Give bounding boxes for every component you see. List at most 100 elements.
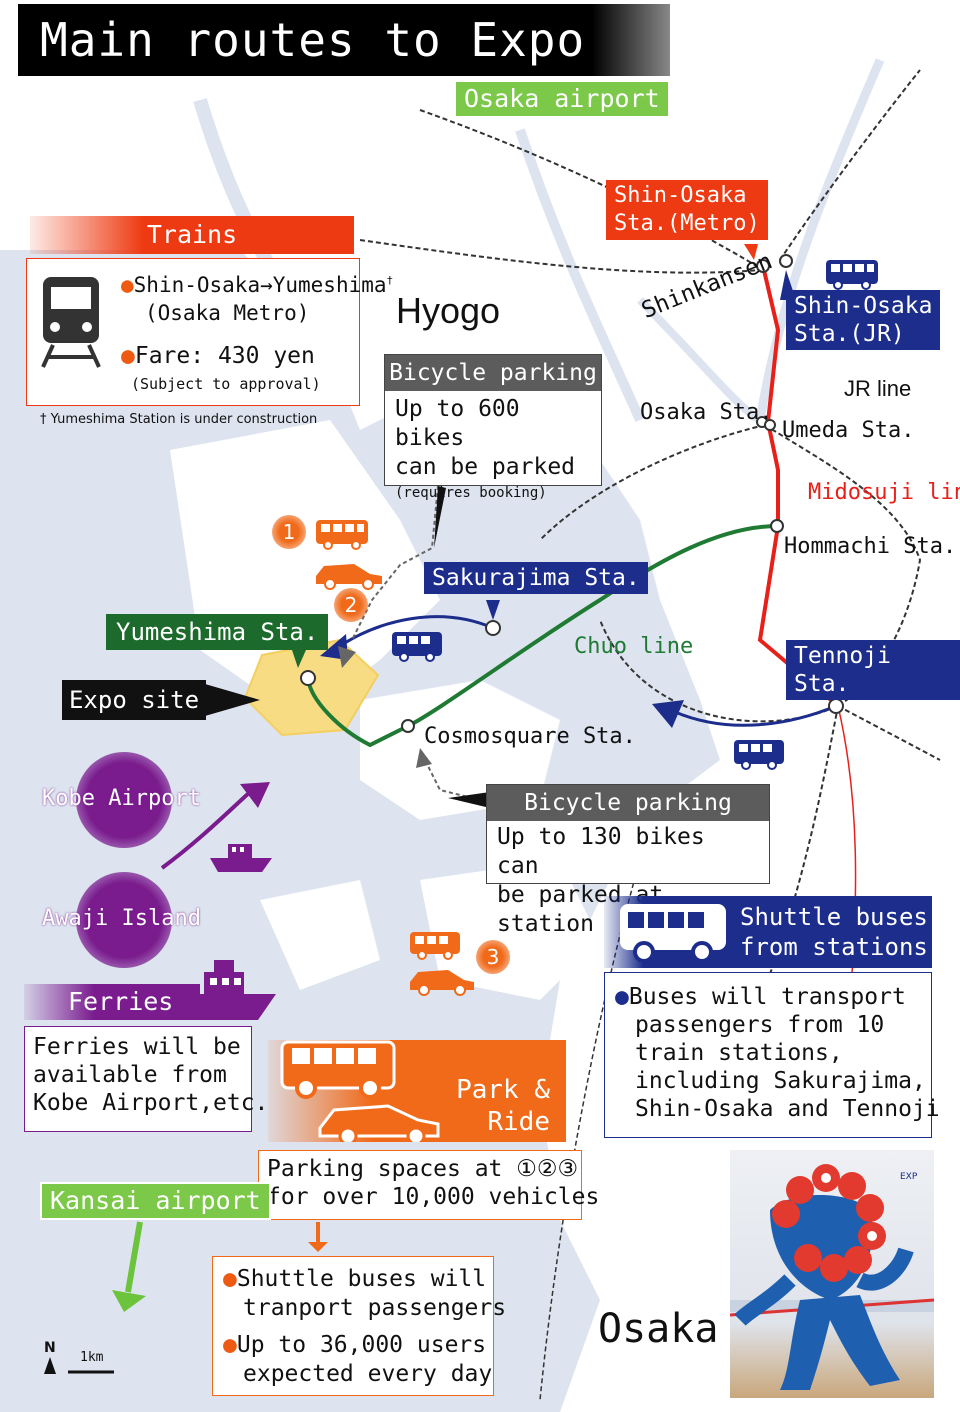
awaji-island-marker — [76, 872, 172, 968]
park-ride-header-line1: Park & — [456, 1075, 550, 1105]
osaka-sta-label: Osaka Sta. — [640, 400, 773, 425]
station-sakurajima — [485, 620, 501, 636]
bike-pointer-head — [338, 646, 356, 668]
ferry-header-icon — [172, 960, 276, 1020]
label-pointer — [486, 600, 500, 620]
island — [260, 880, 380, 990]
jr-line — [359, 239, 761, 274]
jr-line-label: JR line — [844, 376, 912, 401]
midosuji-line-label: Midosuji line — [808, 480, 960, 505]
ferries-box: Ferries will be available from Kobe Airp… — [24, 1026, 268, 1132]
station-cosmosquare — [401, 719, 415, 733]
island — [420, 860, 600, 1000]
awaji-island-label: Awaji Island — [42, 906, 201, 931]
train-fare-note: (Subject to approval) — [131, 375, 321, 393]
shuttle-box: ●Buses will transport passengers from 10… — [604, 972, 940, 1138]
train-route-mark: † — [386, 274, 394, 287]
train-icon — [41, 277, 101, 368]
sakurajima-sta-label: Sakurajima Sta. — [424, 562, 648, 594]
shuttle-header: Shuttle buses from stations — [604, 896, 932, 968]
kansai-arrowhead — [112, 1290, 146, 1312]
station-shin-osaka-metro — [756, 259, 770, 273]
shuttle-header-line2: from stations — [740, 933, 928, 961]
yumeshima-sta-label: Yumeshima Sta. — [106, 614, 329, 650]
north-arrow-icon — [44, 1357, 56, 1374]
rail-line — [759, 705, 839, 1001]
bus-icon — [826, 260, 878, 290]
shuttle-header-line1: Shuttle buses — [740, 903, 928, 931]
park-ride-line1: Parking spaces at ①②③ — [267, 1156, 579, 1182]
car-icon — [410, 970, 474, 996]
kansai-arrow — [125, 1221, 143, 1293]
park-ride-icon — [280, 1040, 440, 1142]
bike-parking-1-note: (requires booking) — [395, 485, 547, 501]
bike-parking-1-line1: Up to 600 bikes — [395, 396, 520, 451]
bus-route-arrowhead — [652, 700, 684, 728]
chuo-line — [306, 524, 779, 748]
trains-box: ●Shin-Osaka→Yumeshima† (Osaka Metro) ●Fa… — [26, 258, 393, 406]
chuo-line-label: Chuo line — [574, 634, 694, 659]
station-yumeshima — [300, 670, 316, 686]
label-pointer — [292, 650, 306, 668]
shin-osaka-jr-label: Shin-Osaka Sta.(JR) — [786, 290, 941, 350]
kobe-airport-label: Kobe Airport — [42, 786, 201, 811]
shuttle-line2: passengers from 10 — [635, 1012, 885, 1038]
park-ride-info-box: ●Shuttle buses will tranport passengers … — [212, 1256, 506, 1396]
bike-parking-1-line2: can be parked — [395, 454, 576, 480]
bus-icon — [316, 520, 368, 550]
shuttle-line4: including Sakurajima, — [635, 1068, 926, 1094]
jr-line — [837, 705, 941, 761]
label-pointer — [205, 684, 260, 716]
bike-parking-2-line2: be parked at station — [497, 882, 664, 937]
hyogo-label: Hyogo — [396, 290, 501, 331]
shuttle-line3: train stations, — [635, 1040, 843, 1066]
park-ride-connector — [316, 1222, 320, 1244]
shin-osaka-metro-label: Shin-Osaka Sta.(Metro) — [606, 180, 768, 240]
park-ride-bullet2-line1: Up to 36,000 users — [236, 1332, 487, 1358]
jr-line — [779, 69, 921, 261]
parking-badge-3: 3 — [476, 940, 510, 974]
shuttle-bus-icon — [620, 904, 726, 962]
parking-badge-1: 1 — [272, 515, 306, 549]
bike-parking-2-header: Bicycle parking — [487, 785, 769, 821]
bike-parking-2-line1: Up to 130 bikes can — [497, 824, 705, 879]
station-umeda — [764, 419, 776, 431]
tennoji-sta-label: Tennoji Sta. — [786, 640, 960, 700]
station-tennoji — [828, 698, 844, 714]
shuttle-line1: Buses will transport — [628, 984, 906, 1010]
ferry-route — [160, 790, 252, 870]
bus-icon — [410, 932, 460, 960]
expo-site-label: Expo site — [62, 680, 206, 720]
bike-parking-1-header: Bicycle parking — [385, 355, 601, 391]
park-ride-header-line2: Ride — [487, 1107, 550, 1137]
jr-line — [539, 424, 766, 541]
kansai-airport-label: Kansai airport — [40, 1182, 271, 1220]
car-icon — [316, 564, 382, 590]
river — [637, 297, 762, 424]
north-label: N — [44, 1340, 56, 1356]
cosmosquare-sta-label: Cosmosquare Sta. — [424, 724, 636, 749]
umeda-sta-label: Umeda Sta. — [782, 418, 915, 443]
bike-pointer — [351, 485, 439, 641]
scale-label: 1km — [80, 1350, 104, 1365]
bus-route-sakurajima — [339, 615, 494, 648]
bike-parking-box-1: Bicycle parking Up to 600 bikes can be p… — [384, 354, 602, 501]
bike-callout-tail — [434, 486, 446, 548]
bike-parking-box-2: Bicycle parking Up to 130 bikes can be p… — [486, 784, 770, 937]
parking-badge-2: 2 — [334, 588, 368, 622]
bike-pointer-head — [416, 748, 432, 768]
midosuji-line — [757, 265, 840, 708]
bus-route-tennoji — [674, 704, 837, 727]
ferries-line1: Ferries will be — [33, 1034, 241, 1060]
bus-icon — [734, 740, 784, 770]
mascot-photo: EXP — [730, 1150, 934, 1398]
mascot-sign-text: EXP — [900, 1172, 918, 1182]
train-route: ●Shin-Osaka→Yumeshima† — [121, 273, 394, 297]
park-ride-bullet2-line2: expected every day — [243, 1361, 493, 1387]
river — [515, 128, 645, 423]
kobe-airport-marker — [76, 752, 172, 848]
park-ride-bullet1-line1: Shuttle buses will — [236, 1266, 487, 1292]
jr-loop-line — [599, 424, 922, 723]
trains-footnote: † Yumeshima Station is under constructio… — [40, 412, 318, 427]
train-route-text: Shin-Osaka→Yumeshima — [133, 273, 387, 297]
